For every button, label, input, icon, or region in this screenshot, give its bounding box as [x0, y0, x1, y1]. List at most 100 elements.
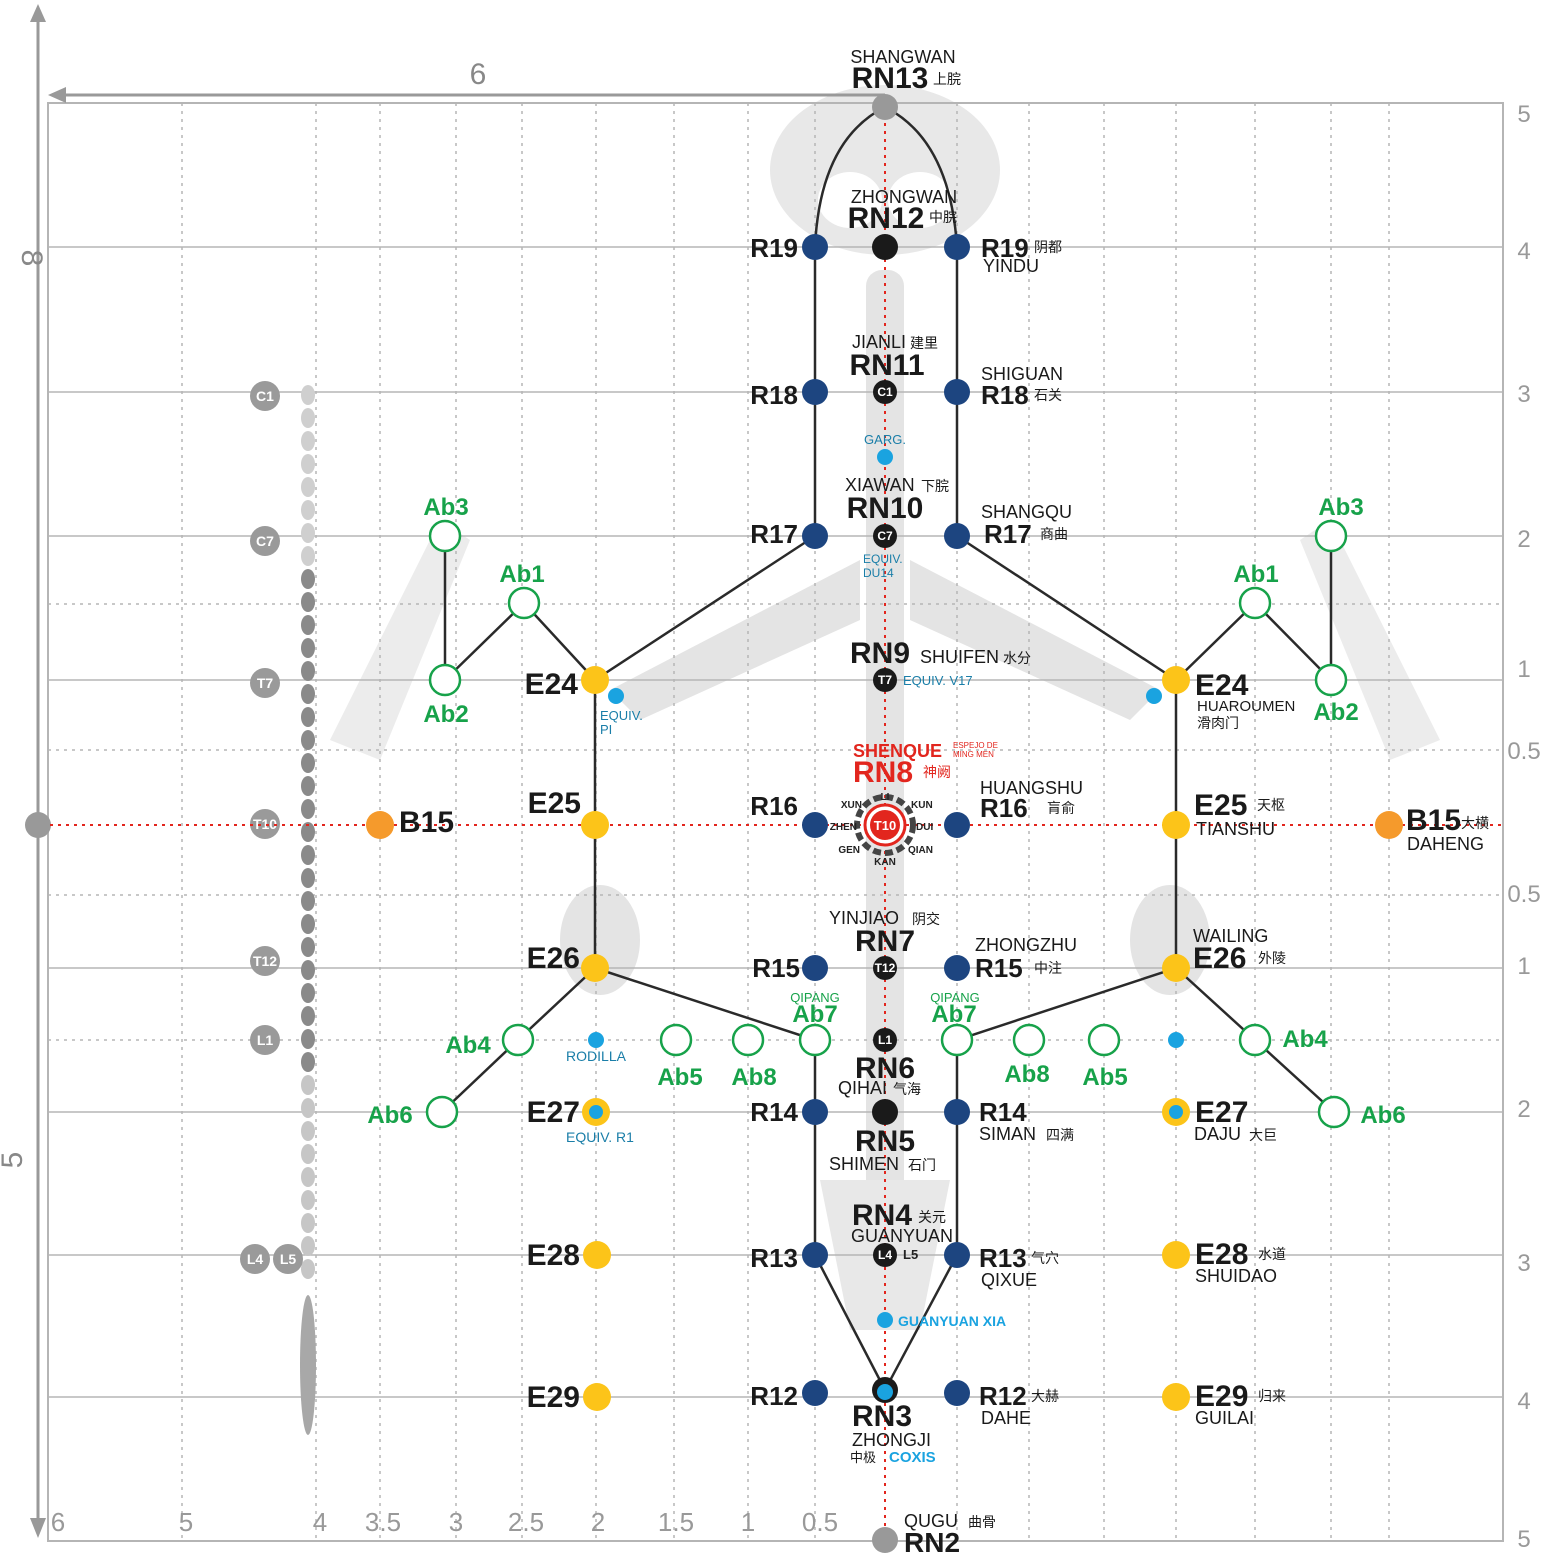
ab1-left-point[interactable]: [507, 586, 541, 620]
rn13-code: RN13: [852, 62, 929, 95]
r14-hanzi: 四满: [1046, 1127, 1074, 1143]
e28-right-point[interactable]: [1162, 1241, 1190, 1269]
vertebra-disc: [301, 661, 315, 681]
garg-point[interactable]: [877, 449, 893, 465]
r19-right-point[interactable]: [944, 234, 970, 260]
e29-name: GUILAI: [1195, 1408, 1254, 1428]
ab3-left-label: Ab3: [423, 494, 468, 521]
e24-right-code: E24: [1195, 669, 1249, 702]
r12-right-point[interactable]: [944, 1380, 970, 1406]
e28-name: SHUIDAO: [1195, 1266, 1277, 1286]
r18-left-point[interactable]: [802, 379, 828, 405]
r16-right-point[interactable]: [944, 812, 970, 838]
ab5-left-point[interactable]: [659, 1023, 693, 1057]
rodilla-point-left[interactable]: [588, 1032, 604, 1048]
vertebra-badge-label: L5: [280, 1251, 297, 1267]
ab4-right-point[interactable]: [1238, 1023, 1272, 1057]
bottom-tick-label: 3: [449, 1507, 463, 1537]
ab7-right-point[interactable]: [940, 1023, 974, 1057]
e28-left-point[interactable]: [583, 1241, 611, 1269]
rn8-point[interactable]: [870, 810, 900, 840]
ab1-right-point[interactable]: [1238, 586, 1272, 620]
rn9-code: RN9: [850, 637, 910, 670]
e25-right-point[interactable]: [1162, 811, 1190, 839]
b15-right-point[interactable]: [1375, 811, 1403, 839]
r12-left-point[interactable]: [802, 1380, 828, 1406]
r18-right-point[interactable]: [944, 379, 970, 405]
r14-name: SIMAN: [979, 1124, 1036, 1144]
r19-left-point[interactable]: [802, 234, 828, 260]
rn3-name: ZHONGJI: [852, 1430, 931, 1450]
right-tick-label: 0.5: [1507, 881, 1540, 908]
rn7-name: YINJIAO: [829, 908, 899, 928]
coxis-point[interactable]: [877, 1384, 893, 1400]
ab4-left-point[interactable]: [501, 1023, 535, 1057]
hand-right: [1300, 520, 1440, 760]
r15-right-point[interactable]: [944, 955, 970, 981]
left-ruler-label-bottom: 5: [0, 1152, 29, 1169]
r13-right-point[interactable]: [944, 1242, 970, 1268]
e29-left-code: E29: [527, 1381, 580, 1414]
e26-right-point[interactable]: [1162, 954, 1190, 982]
eye-socket-right: [888, 172, 952, 228]
right-tick-label: 3: [1517, 1250, 1530, 1277]
rn12-name: ZHONGWAN: [851, 187, 957, 207]
ab8-right-point[interactable]: [1012, 1023, 1046, 1057]
r15-left-point[interactable]: [802, 955, 828, 981]
pi-point[interactable]: [608, 688, 624, 704]
bottom-tick-label: 2.5: [508, 1507, 544, 1537]
e24-left-point[interactable]: [581, 666, 609, 694]
ab3-right-point[interactable]: [1314, 519, 1348, 553]
ab8-left-point[interactable]: [731, 1023, 765, 1057]
rn12-point[interactable]: [872, 234, 898, 260]
ab2-left-point[interactable]: [428, 663, 462, 697]
rn10-point[interactable]: [873, 524, 897, 548]
rn11-point[interactable]: [873, 380, 897, 404]
rn13-point[interactable]: [872, 94, 898, 120]
r17-left-point[interactable]: [802, 523, 828, 549]
r15-right-code: R15: [975, 953, 1023, 983]
rn9-point[interactable]: [873, 668, 897, 692]
ab7-left-point[interactable]: [798, 1023, 832, 1057]
rn8-note2: MING MEN: [953, 750, 994, 759]
rodilla-point-right[interactable]: [1168, 1032, 1184, 1048]
ab6-left-point[interactable]: [425, 1095, 459, 1129]
rn7-point[interactable]: [873, 956, 897, 980]
r16-left-point[interactable]: [802, 812, 828, 838]
e29-left-point[interactable]: [583, 1383, 611, 1411]
rn4-point[interactable]: [873, 1243, 897, 1267]
r13-left-point[interactable]: [802, 1242, 828, 1268]
e29-right-point[interactable]: [1162, 1383, 1190, 1411]
ab3-left-point[interactable]: [428, 519, 462, 553]
rn6-marker[interactable]: [873, 1028, 897, 1052]
r14-right-point[interactable]: [944, 1099, 970, 1125]
e25-left-point[interactable]: [581, 811, 609, 839]
ab2-right-point[interactable]: [1314, 663, 1348, 697]
ab6-left-label: Ab6: [367, 1102, 412, 1129]
e26-left-point[interactable]: [581, 954, 609, 982]
top-ruler-arrow: [48, 87, 66, 103]
rn5-point[interactable]: [872, 1099, 898, 1125]
b15-left-point[interactable]: [366, 811, 394, 839]
ab1-left-label: Ab1: [499, 561, 544, 588]
connection-lines: [441, 105, 1335, 1391]
e28-hanzi: 水道: [1258, 1246, 1286, 1262]
ab6-right-point[interactable]: [1317, 1095, 1351, 1129]
ab-labels: Ab3 Ab1 Ab2 Ab3 Ab1 Ab2 Ab4 Ab6 Ab5 Ab8 …: [367, 494, 1405, 1129]
ab5-right-point[interactable]: [1087, 1023, 1121, 1057]
e24-right-point[interactable]: [1162, 666, 1190, 694]
r14-left-point[interactable]: [802, 1099, 828, 1125]
rn2-point[interactable]: [872, 1527, 898, 1553]
pi-point-right[interactable]: [1146, 688, 1162, 704]
e28-left-code: E28: [527, 1239, 580, 1272]
vertebra-disc: [301, 546, 315, 566]
vertebra-disc: [301, 1144, 315, 1164]
rn10-equiv: EQUIV.: [863, 552, 903, 566]
r19-right-code: R19: [981, 233, 1029, 263]
vertebra-badge-label: T10: [253, 816, 277, 832]
bagua-zhen: ZHEN: [830, 822, 857, 833]
r17-right-point[interactable]: [944, 523, 970, 549]
guanyuan-xia-point[interactable]: [877, 1312, 893, 1328]
ab-leg-right-1: [1175, 967, 1256, 1041]
rn5-code: RN5: [855, 1125, 915, 1158]
